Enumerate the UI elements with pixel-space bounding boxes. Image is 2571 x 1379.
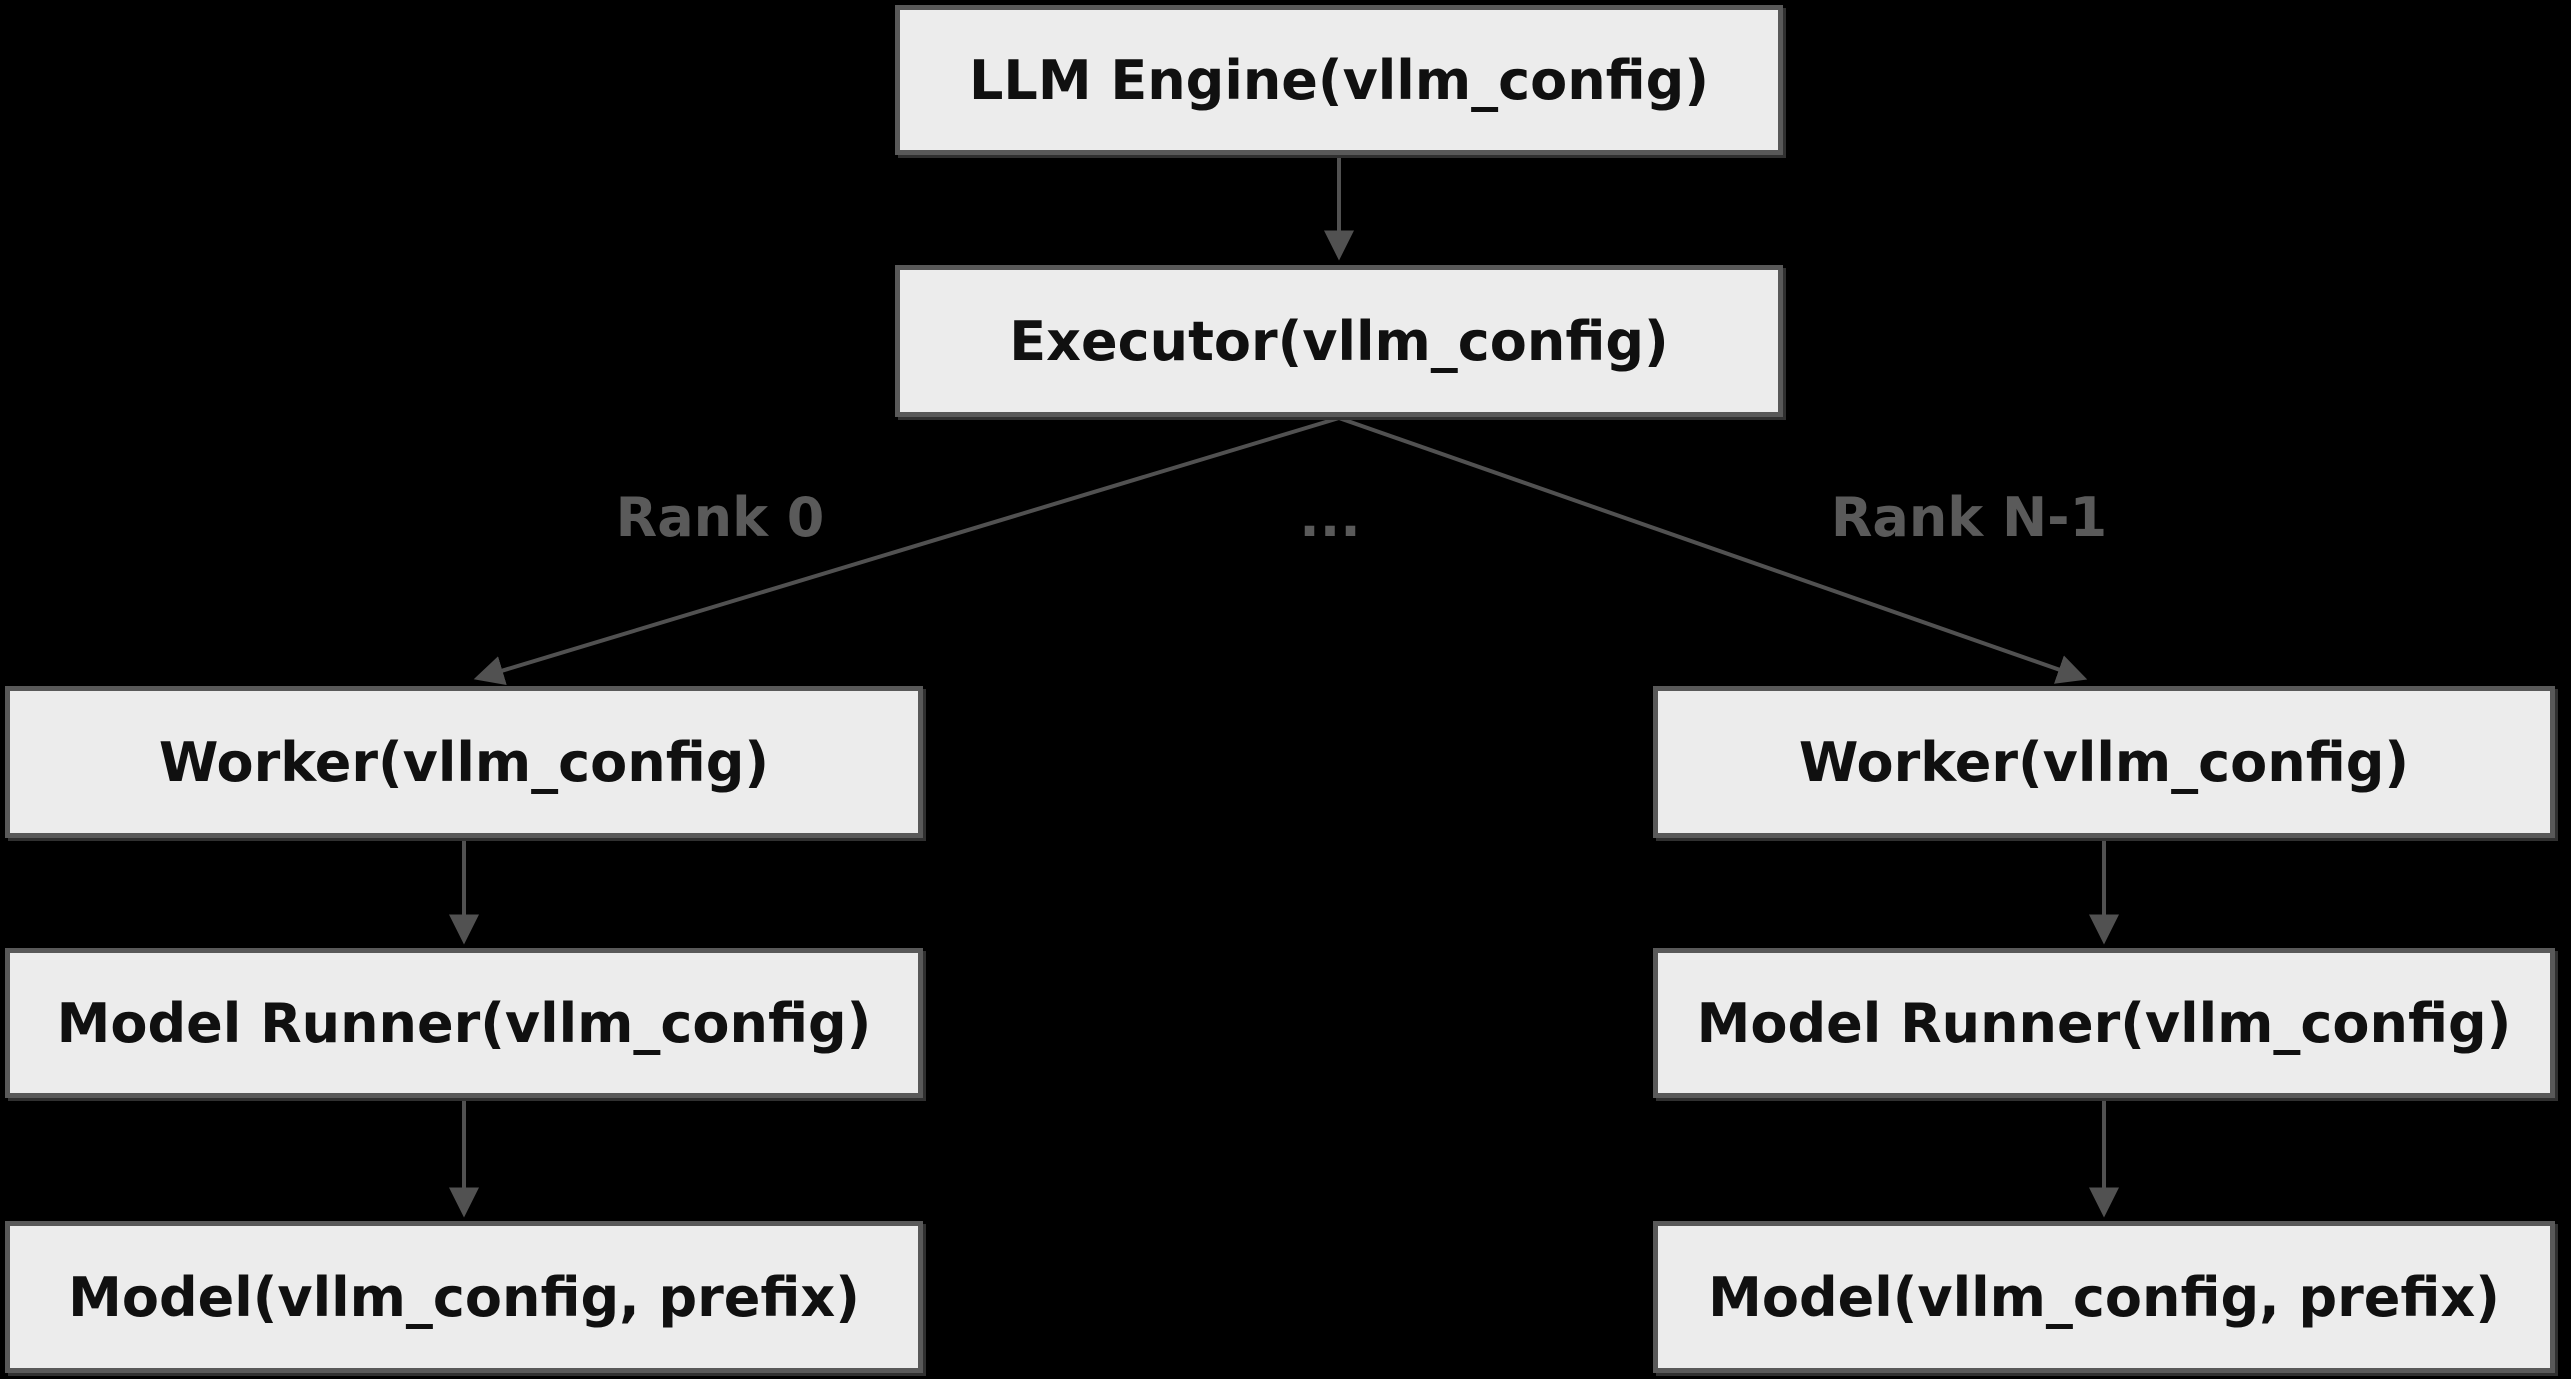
node-model-runner-left: Model Runner(vllm_config) <box>5 948 923 1098</box>
node-model-left: Model(vllm_config, prefix) <box>5 1221 923 1373</box>
node-llm-engine: LLM Engine(vllm_config) <box>895 5 1783 155</box>
edge-label-ellipsis: ... <box>1299 485 1361 549</box>
node-model-right: Model(vllm_config, prefix) <box>1653 1221 2555 1373</box>
node-worker-right: Worker(vllm_config) <box>1653 686 2555 838</box>
edge-label-rank-0: Rank 0 <box>615 485 825 549</box>
node-model-runner-right: Model Runner(vllm_config) <box>1653 948 2555 1098</box>
edge-executor-to-worker-right <box>1338 416 2088 684</box>
node-executor: Executor(vllm_config) <box>895 265 1783 417</box>
edge-label-rank-n-1: Rank N-1 <box>1830 485 2108 549</box>
node-worker-left: Worker(vllm_config) <box>5 686 923 838</box>
edge-executor-to-worker-left <box>473 416 1340 685</box>
